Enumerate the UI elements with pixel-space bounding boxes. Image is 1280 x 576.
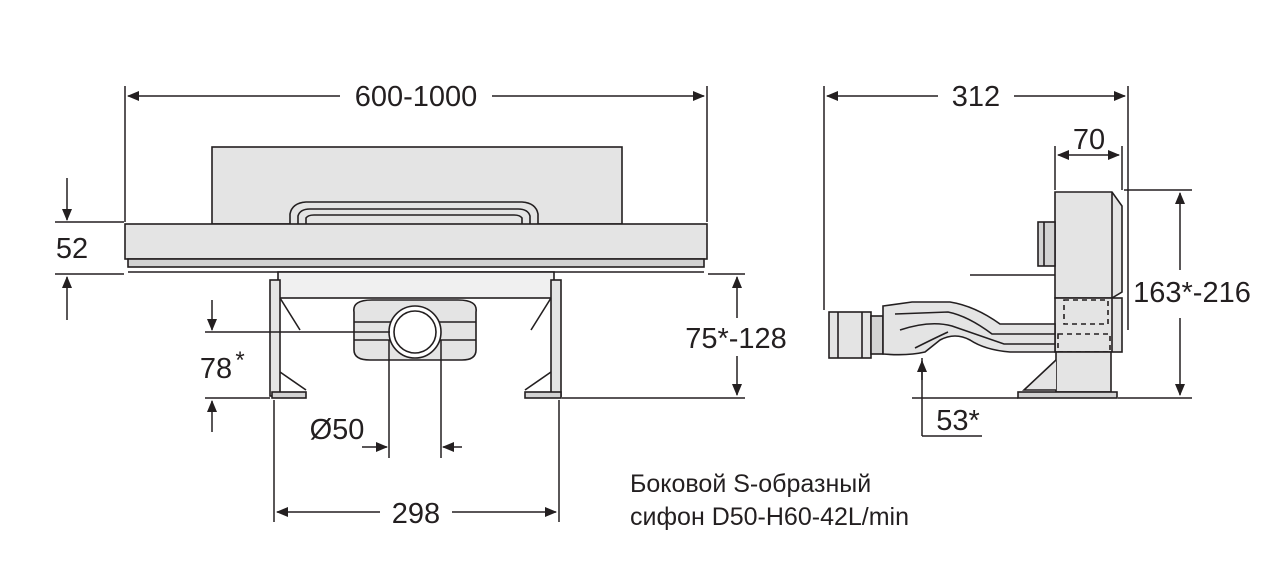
frame-height-label: 52 [56,233,88,265]
side-foot [1017,391,1118,399]
outlet-diameter-label: Ø50 [310,414,365,446]
side-outlet-tube [828,311,872,359]
housing-base [1054,297,1123,353]
right-foot [524,391,562,399]
right-leg [550,279,562,397]
left-foot [271,391,307,399]
support-frame [277,271,555,299]
side-column [1055,351,1112,393]
siphon-outlet [388,305,442,359]
side-view [828,191,1123,399]
total-height-label: 163*-216 [1133,277,1251,309]
s-siphon-body [882,301,1056,356]
caption-line-1: Боковой S-образный [630,470,872,498]
channel-frame [124,223,708,260]
depth-label: 312 [952,81,1000,113]
front-view [124,146,708,399]
caption-line-2: сифон D50-H60-42L/min [630,503,910,531]
siphon-caption: Боковой S-образный сифон D50-H60-42L/min [630,468,909,534]
siphon-height-star: * [235,347,244,374]
side-dimensions [823,86,1192,437]
overall-width-label: 600-1000 [355,81,478,113]
wall-part-width-label: 70 [1073,124,1105,156]
grate-handle [289,201,539,224]
feet-spacing-label: 298 [392,498,440,530]
outlet-height-label: 53* [936,405,980,437]
left-leg [269,279,281,397]
siphon-height-label: 78 [200,353,232,385]
install-height-label: 75*-128 [685,323,787,355]
front-dimensions [55,86,745,522]
